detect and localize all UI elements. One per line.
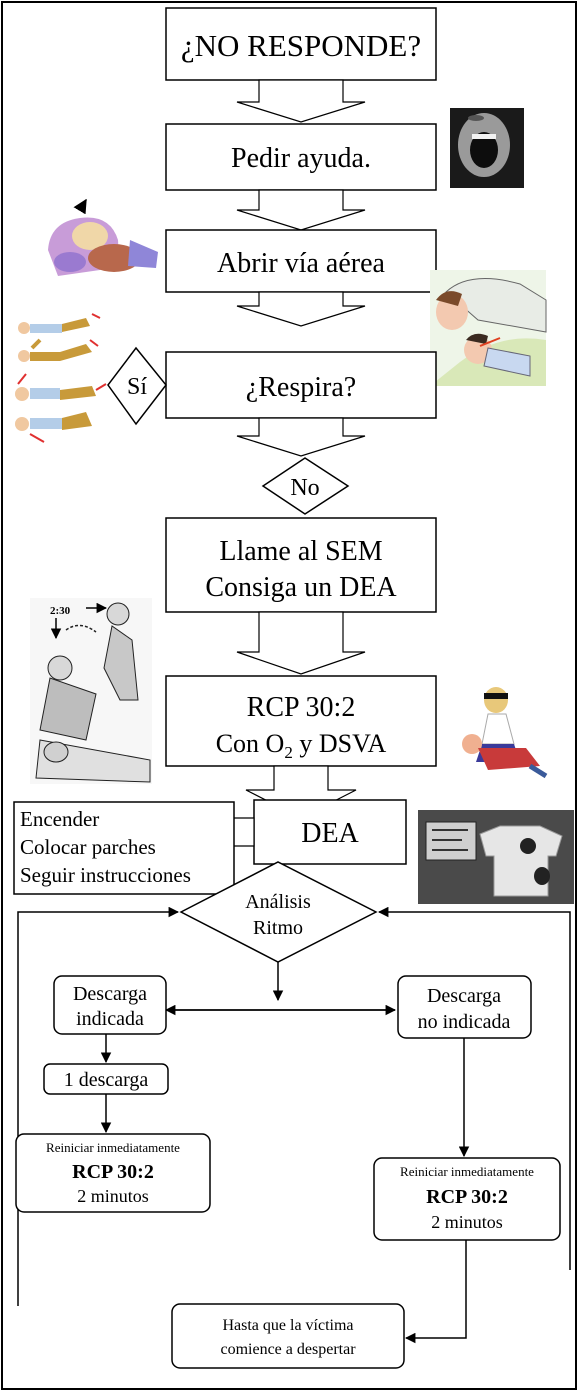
reiniciar-left-box: Reiniciar inmediatamente RCP 30:2 2 minu…: [15, 1133, 211, 1213]
aed-pads-illustration: [418, 810, 574, 904]
rcp-label-2: Con O2 y DSVA: [216, 729, 387, 762]
respira-label: ¿Respira?: [246, 372, 356, 403]
descarga-ind-label-1: Descarga: [73, 983, 147, 1005]
step-no-responde: ¿NO RESPONDE?: [165, 7, 437, 81]
open-airway-illustration: [48, 198, 158, 276]
analisis-label-2: Ritmo: [253, 917, 303, 939]
hasta-label-1: Hasta que la víctima: [222, 1317, 353, 1334]
step-rcp: RCP 30:2 Con O2 y DSVA: [165, 675, 437, 767]
una-descarga-label: 1 descarga: [64, 1069, 149, 1091]
arrow-down-4: [236, 417, 366, 457]
descarga-no-label-1: Descarga: [427, 985, 501, 1007]
descarga-indicada-box: Descarga indicada: [53, 975, 167, 1035]
no-diamond: [261, 457, 350, 515]
no-label: No: [290, 475, 319, 501]
hasta-label-2: comience a despertar: [220, 1341, 356, 1358]
step-dea: DEA: [253, 799, 407, 865]
step-llame-sem: Llame al SEM Consiga un DEA: [165, 517, 437, 613]
step-abrir-via: Abrir vía aérea: [165, 229, 437, 293]
shouting-face-photo: [450, 108, 524, 188]
analisis-ritmo-diamond: Análisis Ritmo: [179, 861, 378, 963]
cpr-cartoon: [462, 687, 548, 779]
hasta-despertar-box: Hasta que la víctima comience a desperta…: [171, 1303, 405, 1369]
descarga-ind-label-2: indicada: [76, 1008, 144, 1030]
reiniciar-left-2: RCP 30:2: [72, 1161, 154, 1183]
pedir-ayuda-label: Pedir ayuda.: [231, 143, 371, 174]
reiniciar-left-3: 2 minutos: [77, 1186, 149, 1206]
step-respira: ¿Respira?: [165, 351, 437, 419]
reiniciar-right-box: Reiniciar inmediatamente RCP 30:2 2 minu…: [373, 1157, 561, 1241]
abrir-via-label: Abrir vía aérea: [217, 248, 385, 279]
arrow-down-2: [236, 189, 366, 231]
no-responde-label: ¿NO RESPONDE?: [181, 28, 421, 63]
cpr-drawing-time: 2:30: [50, 605, 71, 617]
reiniciar-left-1: Reiniciar inmediatamente: [46, 1140, 180, 1155]
rcp-label-1: RCP 30:2: [247, 692, 356, 723]
analisis-label-1: Análisis: [245, 891, 311, 913]
arrow-down-1: [236, 79, 366, 123]
dea-action-3: Seguir instrucciones: [20, 863, 191, 887]
reiniciar-right-2: RCP 30:2: [426, 1186, 508, 1208]
llame-label-2: Consiga un DEA: [205, 572, 397, 603]
descarga-no-indicada-box: Descarga no indicada: [397, 975, 532, 1039]
cpr-drawing: 2:30: [30, 598, 152, 784]
dea-label: DEA: [301, 818, 359, 849]
reiniciar-right-3: 2 minutos: [431, 1212, 503, 1232]
una-descarga-box: 1 descarga: [43, 1063, 169, 1095]
recovery-position-sequence: [15, 313, 107, 443]
reiniciar-right-1: Reiniciar inmediatamente: [400, 1164, 534, 1179]
arrow-down-5: [236, 611, 366, 675]
dea-action-2: Colocar parches: [20, 835, 156, 859]
arrow-down-3: [236, 291, 366, 327]
si-label: Sí: [127, 374, 147, 400]
llame-label-1: Llame al SEM: [219, 536, 382, 567]
dea-actions-box: Encender Colocar parches Seguir instrucc…: [13, 801, 235, 895]
si-diamond: [107, 346, 167, 426]
rescuer-checking-breath-illustration: [430, 270, 547, 386]
dea-action-1: Encender: [20, 807, 99, 831]
step-pedir-ayuda: Pedir ayuda.: [165, 123, 437, 191]
descarga-no-label-2: no indicada: [418, 1011, 511, 1033]
